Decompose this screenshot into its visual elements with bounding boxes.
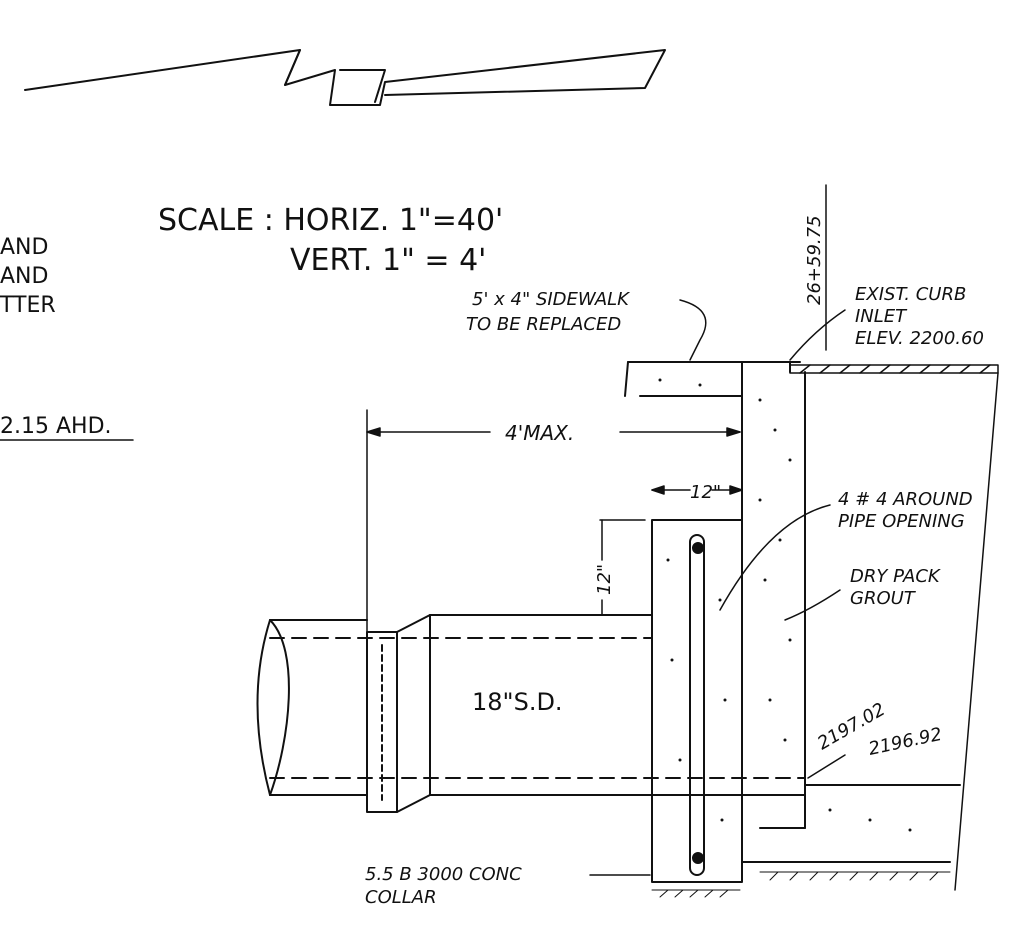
max-dimension-label: 4'MAX. xyxy=(505,421,574,445)
curb-note-line-3: ELEV. 2200.60 xyxy=(855,328,984,349)
sidewalk-note-line-1: 5' x 4" SIDEWALK xyxy=(472,289,630,310)
rebar-note-line-1: 4 # 4 AROUND xyxy=(838,489,973,510)
concrete-stipple xyxy=(658,378,912,832)
sidewalk-slab xyxy=(624,361,743,397)
curb-note-line-1: EXIST. CURB xyxy=(855,284,966,305)
sidewalk-note-line-2: TO BE REPLACED xyxy=(466,314,621,335)
break-arrow-symbol xyxy=(24,49,666,106)
inlet-wall xyxy=(741,361,806,863)
max-dimension xyxy=(366,409,741,661)
left-note-line-1: AND xyxy=(0,235,48,260)
elevation-2: 2196.92 xyxy=(867,724,944,760)
left-note-elevation: 2.15 AHD. xyxy=(0,414,112,439)
scale-horizontal-text: SCALE : HORIZ. 1"=40' xyxy=(158,203,503,238)
grout-note-line-1: DRY PACK xyxy=(850,566,941,587)
scale-vertical-text: VERT. 1" = 4' xyxy=(290,243,486,278)
left-note-line-2: AND xyxy=(0,264,48,289)
dim-12-horiz-label: 12" xyxy=(690,482,721,503)
storm-drain-pipe xyxy=(256,614,806,813)
rebar xyxy=(689,534,705,876)
dim-12-vert xyxy=(599,519,646,616)
inlet-bottom-slab xyxy=(741,784,961,863)
grout-note-line-2: GROUT xyxy=(850,588,917,609)
rebar-note-line-2: PIPE OPENING xyxy=(838,511,965,532)
earth-hatching xyxy=(651,871,951,898)
collar-note-line-2: COLLAR xyxy=(365,887,437,908)
station-label: 26+59.75 xyxy=(804,215,825,305)
left-note-line-3: TTER xyxy=(0,293,56,318)
dim-12-vert-label: 12" xyxy=(594,564,615,595)
dim-12-horiz xyxy=(651,485,743,495)
concrete-collar xyxy=(651,519,743,883)
collar-note-line-1: 5.5 B 3000 CONC xyxy=(365,864,522,885)
pipe-label: 18"S.D. xyxy=(472,688,563,716)
curb-note-line-2: INLET xyxy=(855,306,908,327)
curb-inlet-top xyxy=(789,364,999,891)
